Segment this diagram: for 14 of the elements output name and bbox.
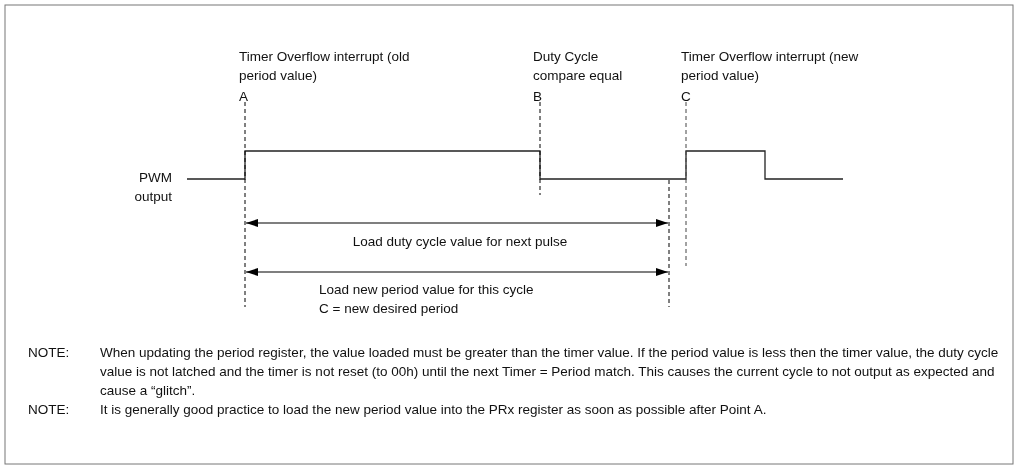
dimension-label: Load new period value for this cycle [319,281,534,299]
note-text: When updating the period register, the value loaded must be greater than the timer value. If the period value is less then the timer value, the duty cycle value is not latched and the timer is not reset (to 00h) until the next Timer = Period match. This causes the current cycle to not output as expected and cause a “glitch”. [100,344,1000,400]
point-label: B [533,88,542,106]
dimension-label: Load duty cycle value for next pulse [351,233,569,251]
note-heading: NOTE: [28,344,70,362]
note-text: C = new desired period [319,300,459,318]
event-label: Duty Cycle compare equal [533,48,624,85]
note-text: It is generally good practice to load the new period value into the PRx register as soon as possible after Point A. [100,401,768,419]
signal-label: PWM output [133,169,172,206]
event-label: Timer Overflow interrupt (new period value) [681,48,860,85]
event-label: Timer Overflow interrupt (old period value) [239,48,411,85]
point-label: C [681,88,691,106]
note-heading: NOTE: [28,401,70,419]
point-label: A [239,88,248,106]
